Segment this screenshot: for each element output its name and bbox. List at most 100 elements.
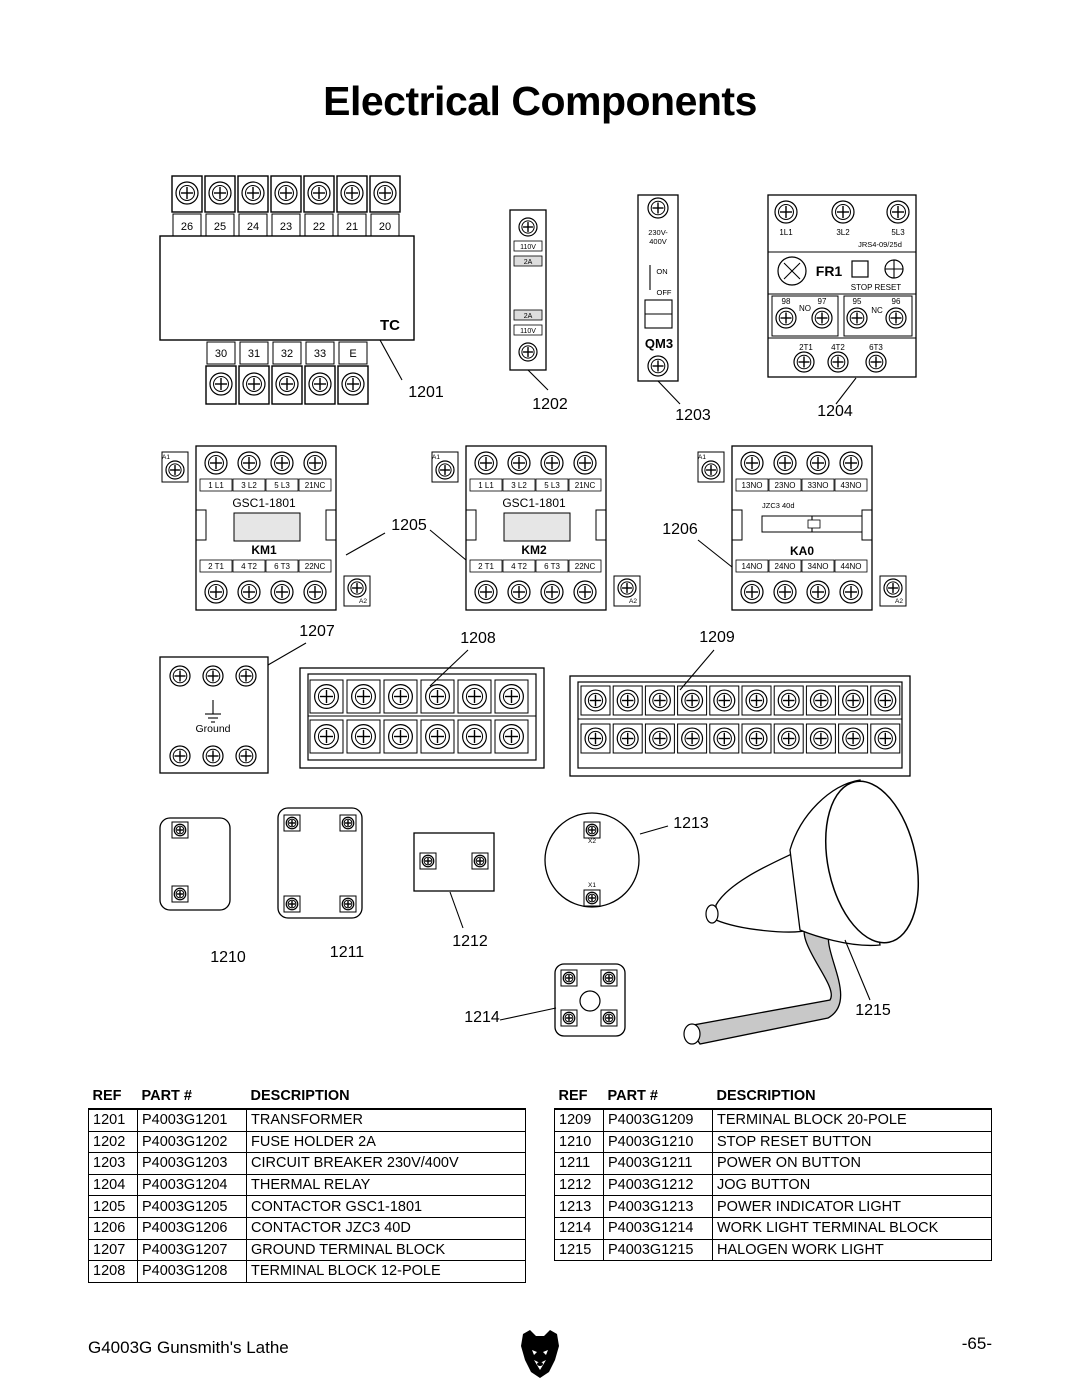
callout-1202: 1202 <box>532 396 568 413</box>
nc-label: NC <box>871 306 883 315</box>
a1-label: A1 <box>162 454 170 461</box>
terminal-screw-icon <box>701 460 721 480</box>
terminal-label: 23 <box>280 221 292 233</box>
x1-label: X1 <box>588 882 596 889</box>
leader-line <box>844 939 871 1001</box>
terminal-label-cell <box>801 478 835 492</box>
terminal-screw-icon <box>681 727 704 750</box>
relay-model: JRS4-09/25d <box>858 240 902 249</box>
terminal-label: 5 L3 <box>274 481 290 490</box>
terminal-screw-icon <box>499 684 524 709</box>
terminal-label: 6 T3 <box>274 562 290 571</box>
cell-ref: 1211 <box>554 1152 604 1175</box>
thermal-relay <box>767 194 917 378</box>
terminal-screw-icon <box>562 1011 576 1025</box>
ground-label: Ground <box>195 723 230 735</box>
terminal-screw-icon <box>584 689 607 712</box>
terminal-label-cell <box>535 559 569 573</box>
contactor-name: KA0 <box>790 544 814 558</box>
terminal-screw-icon <box>462 724 487 749</box>
terminal-label: 95 <box>853 297 862 306</box>
fuse-holder <box>509 209 547 371</box>
terminal-label: 5 L3 <box>544 481 560 490</box>
terminal-screw-icon <box>886 200 910 224</box>
terminal-screw-icon <box>540 580 564 604</box>
terminal-label-cell <box>768 559 802 573</box>
contactor-model: GSC1-1801 <box>502 496 566 510</box>
callout-1209: 1209 <box>699 629 735 646</box>
leader-line <box>639 825 669 835</box>
terminal-screw-icon <box>421 854 435 868</box>
cell-description: POWER INDICATOR LIGHT <box>712 1195 992 1218</box>
terminal-screw-icon <box>341 897 355 911</box>
terminal-screw-icon <box>425 684 450 709</box>
terminal-screw-icon <box>777 727 800 750</box>
terminal-screw-icon <box>809 727 832 750</box>
center-hole <box>579 990 601 1012</box>
cell-ref: 1214 <box>554 1216 604 1240</box>
terminal-screw-icon <box>745 689 768 712</box>
terminal-screw-icon <box>285 816 299 830</box>
cable-end <box>683 1023 701 1045</box>
terminal-screw-icon <box>839 580 863 604</box>
terminal-label-cell <box>469 478 503 492</box>
indicator-window <box>503 512 571 542</box>
terminal-label: 22 <box>313 221 325 233</box>
terminal-screw-icon <box>435 460 455 480</box>
terminal-label: 4T2 <box>831 343 845 352</box>
callout-1212: 1212 <box>452 933 488 950</box>
terminal-label: 22NC <box>575 562 596 571</box>
terminal-screw-icon <box>237 580 261 604</box>
terminal-label-cell <box>735 478 769 492</box>
terminal-screw-icon <box>573 580 597 604</box>
terminal-label: 98 <box>782 297 791 306</box>
terminal-screw-icon <box>169 665 191 687</box>
contactor-model: JZC3 40d <box>762 501 795 510</box>
terminal-screw-icon <box>425 724 450 749</box>
terminal-label: 33 <box>314 348 326 360</box>
contactor-notch <box>196 509 336 541</box>
terminal-label: 3L2 <box>836 228 850 237</box>
cell-description: POWER ON BUTTON <box>712 1152 992 1175</box>
a1-label: A1 <box>698 454 706 461</box>
terminal-screw-icon <box>774 200 798 224</box>
cell-ref: 1213 <box>554 1195 604 1218</box>
power-on-button <box>277 807 363 919</box>
terminal-label-cell <box>801 559 835 573</box>
cell-ref: 1212 <box>554 1173 604 1197</box>
lamp-reflector <box>824 780 920 944</box>
terminal-label: 96 <box>892 297 901 306</box>
terminal-screw-icon <box>775 307 797 329</box>
terminal-screw-icon <box>507 451 531 475</box>
lamp-cable <box>686 919 842 1045</box>
terminal-label-cell <box>272 341 302 365</box>
leader-line <box>697 539 733 568</box>
terminal-label-cell <box>298 478 332 492</box>
terminal-screw-icon <box>562 971 576 985</box>
leader-line <box>657 380 681 405</box>
terminal-label-cell <box>834 478 868 492</box>
terminal-label-cell <box>768 478 802 492</box>
terminal-screw-icon <box>209 372 233 396</box>
fuse-label: 2A <box>524 313 533 320</box>
terminal-label: 33NO <box>808 481 829 490</box>
terminal-label: 32 <box>281 348 293 360</box>
terminal-label-cell <box>305 341 335 365</box>
terminal-screw-icon <box>303 580 327 604</box>
terminal-screw-icon <box>617 578 637 598</box>
terminal-screw-icon <box>242 372 266 396</box>
terminal-screw-icon <box>647 197 669 219</box>
cell-ref: 1201 <box>88 1107 138 1132</box>
fuse-label-box <box>513 324 543 336</box>
description-header: DESCRIPTION <box>250 1088 350 1104</box>
terminal-label: 1L1 <box>779 228 793 237</box>
